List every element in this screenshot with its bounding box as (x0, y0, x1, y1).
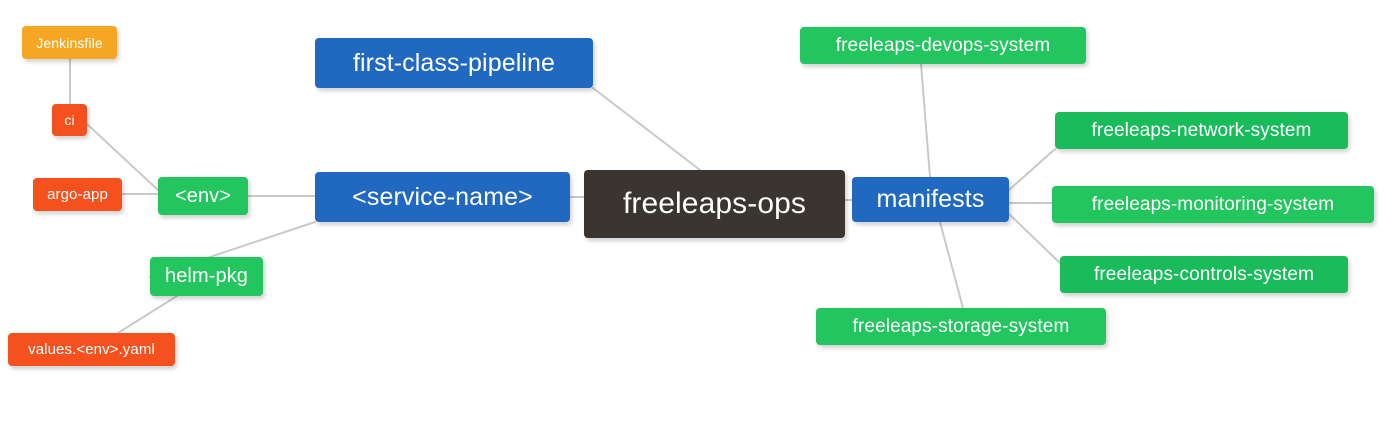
node-argo-app[interactable]: argo-app (33, 178, 122, 211)
node-label: freeleaps-network-system (1091, 119, 1312, 141)
node-pipeline[interactable]: first-class-pipeline (315, 38, 593, 88)
node-label: Jenkinsfile (36, 34, 103, 51)
node-label: freeleaps-monitoring-system (1091, 193, 1335, 215)
node-label: first-class-pipeline (352, 48, 556, 77)
node-monitoring[interactable]: freeleaps-monitoring-system (1052, 186, 1374, 223)
node-label: manifests (876, 185, 985, 213)
edge-helm-pkg-to-values-yaml (117, 295, 178, 334)
node-label: freeleaps-devops-system (835, 34, 1051, 56)
edge-manifests-to-devops (920, 63, 931, 178)
node-label: freeleaps-storage-system (852, 315, 1070, 337)
edge-ci-to-env (86, 123, 159, 191)
node-storage[interactable]: freeleaps-storage-system (816, 308, 1106, 345)
node-service-name[interactable]: <service-name> (315, 172, 570, 222)
edge-manifests-to-storage (939, 221, 964, 309)
node-values-yaml[interactable]: values.<env>.yaml (8, 333, 175, 366)
node-label: helm-pkg (164, 265, 249, 287)
node-label: <env> (174, 184, 232, 207)
node-ci[interactable]: ci (52, 104, 87, 136)
node-env[interactable]: <env> (158, 177, 248, 215)
node-label: ci (64, 112, 75, 128)
node-label: freeleaps-ops (622, 187, 807, 220)
node-helm-pkg[interactable]: helm-pkg (150, 257, 263, 296)
node-label: argo-app (47, 186, 108, 203)
node-network[interactable]: freeleaps-network-system (1055, 112, 1348, 149)
node-label: freeleaps-controls-system (1093, 263, 1315, 285)
node-devops[interactable]: freeleaps-devops-system (800, 27, 1086, 64)
node-label: values.<env>.yaml (28, 341, 155, 358)
edge-pipeline-to-freeleaps-ops (592, 87, 701, 171)
edge-manifests-to-network (1008, 148, 1056, 191)
node-label: <service-name> (352, 182, 533, 211)
node-manifests[interactable]: manifests (852, 177, 1009, 222)
edge-manifests-to-controls (1008, 213, 1061, 264)
node-jenkinsfile[interactable]: Jenkinsfile (22, 26, 117, 59)
node-freeleaps-ops[interactable]: freeleaps-ops (584, 170, 845, 238)
node-controls[interactable]: freeleaps-controls-system (1060, 256, 1348, 293)
